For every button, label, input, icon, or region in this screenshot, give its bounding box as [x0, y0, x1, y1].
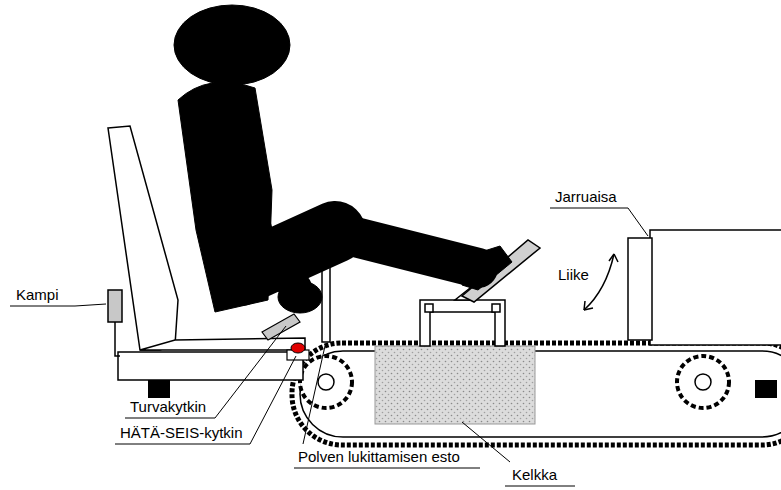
sprocket [300, 356, 352, 408]
person [174, 5, 512, 313]
safety-switch [262, 314, 300, 340]
part-label: Turvakytkin [128, 398, 208, 416]
sprocket [677, 356, 729, 408]
sled [375, 346, 535, 424]
part-label: Polven lukittamisen esto [296, 448, 462, 466]
leader-lines [10, 208, 648, 486]
emergency-stop-button [287, 343, 309, 360]
part-label: Jarruaisa [553, 188, 619, 206]
part-label: Kampi [14, 286, 61, 304]
part-label: HÄTÄ-SEIS-kytkin [118, 424, 245, 442]
brake-box [650, 230, 781, 345]
brake-pad [628, 238, 652, 340]
part-label: Kelkka [510, 466, 559, 484]
track [292, 343, 781, 445]
motion-label: Liike [556, 266, 591, 284]
crank [108, 290, 122, 356]
